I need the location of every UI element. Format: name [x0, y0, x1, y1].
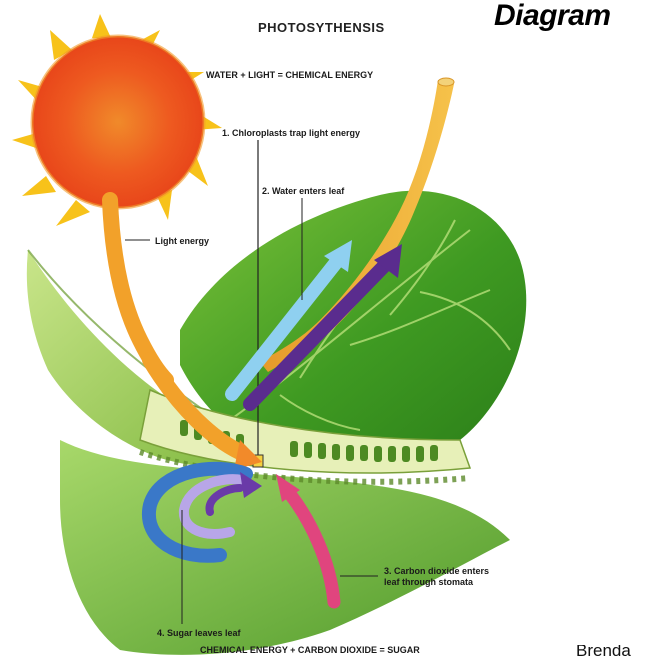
- equation-bottom: CHEMICAL ENERGY + CARBON DIOXIDE = SUGAR: [200, 645, 420, 656]
- label-chloroplasts: 1. Chloroplasts trap light energy: [222, 128, 360, 139]
- label-water: 2. Water enters leaf: [262, 186, 344, 197]
- label-carbon-dioxide: 3. Carbon dioxide enters leaf through st…: [384, 566, 494, 588]
- sun-icon: [12, 14, 222, 226]
- equation-top: WATER + LIGHT = CHEMICAL ENERGY: [206, 70, 373, 81]
- credit-text: Brenda: [576, 645, 645, 656]
- page-title: PHOTOSYTHENSIS: [258, 22, 385, 33]
- diagram-word: Diagram: [494, 10, 611, 21]
- label-light-energy: Light energy: [155, 236, 209, 247]
- light-energy-beam: [110, 200, 166, 380]
- lower-leaf: [60, 440, 510, 655]
- label-sugar: 4. Sugar leaves leaf: [157, 628, 241, 639]
